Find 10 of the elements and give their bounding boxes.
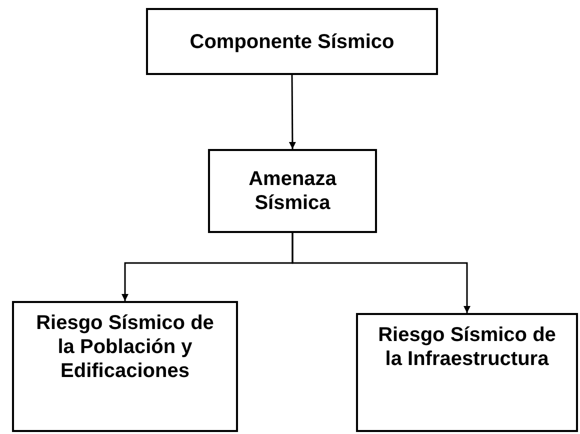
box-label: Amenaza Sísmica (248, 167, 338, 215)
arrow (292, 233, 470, 313)
process-box (146, 8, 438, 75)
box-label: Riesgo Sísmico de la Infraestructura (378, 323, 556, 371)
box-label: Componente Sísmico (190, 30, 394, 54)
process-box (356, 313, 578, 432)
box-label: Riesgo Sísmico de la Población y Edificaciones (36, 311, 214, 383)
arrow (288, 75, 296, 149)
process-box (208, 149, 377, 233)
process-box (12, 301, 238, 432)
